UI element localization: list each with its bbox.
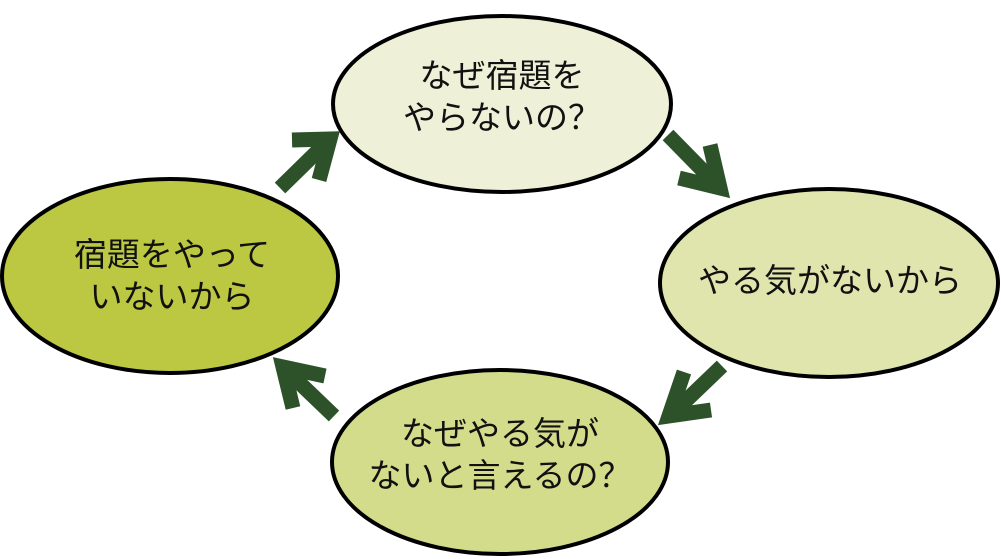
arrow-left-to-top-icon — [274, 131, 340, 194]
node-bottom-label: なぜやる気が ないと言えるの？ — [368, 413, 631, 497]
node-right-line-1: やる気がないから — [698, 261, 962, 300]
node-bottom-line-2: ないと言えるの？ — [368, 456, 632, 495]
arrow-bottom-to-left-icon — [272, 357, 340, 422]
node-left-ellipse — [0, 177, 340, 375]
node-top-label: なぜ宿題を やらないの？ — [403, 55, 601, 139]
node-bottom-line-1: なぜやる気が — [400, 414, 599, 453]
node-left-line-2: いないから — [89, 277, 255, 316]
node-bottom-ellipse — [330, 368, 670, 556]
node-right-ellipse — [658, 187, 1000, 379]
node-top-ellipse — [331, 14, 673, 194]
node-left-line-1: 宿題をやって — [73, 235, 271, 274]
arrow-top-to-right-icon — [662, 129, 731, 199]
node-right-label: やる気がないから — [698, 260, 962, 302]
arrow-right-to-bottom-icon — [657, 360, 728, 426]
node-top-line-1: なぜ宿題を — [419, 56, 585, 95]
node-top-line-2: やらないの？ — [403, 98, 601, 137]
node-left-label: 宿題をやって いないから — [74, 234, 270, 318]
